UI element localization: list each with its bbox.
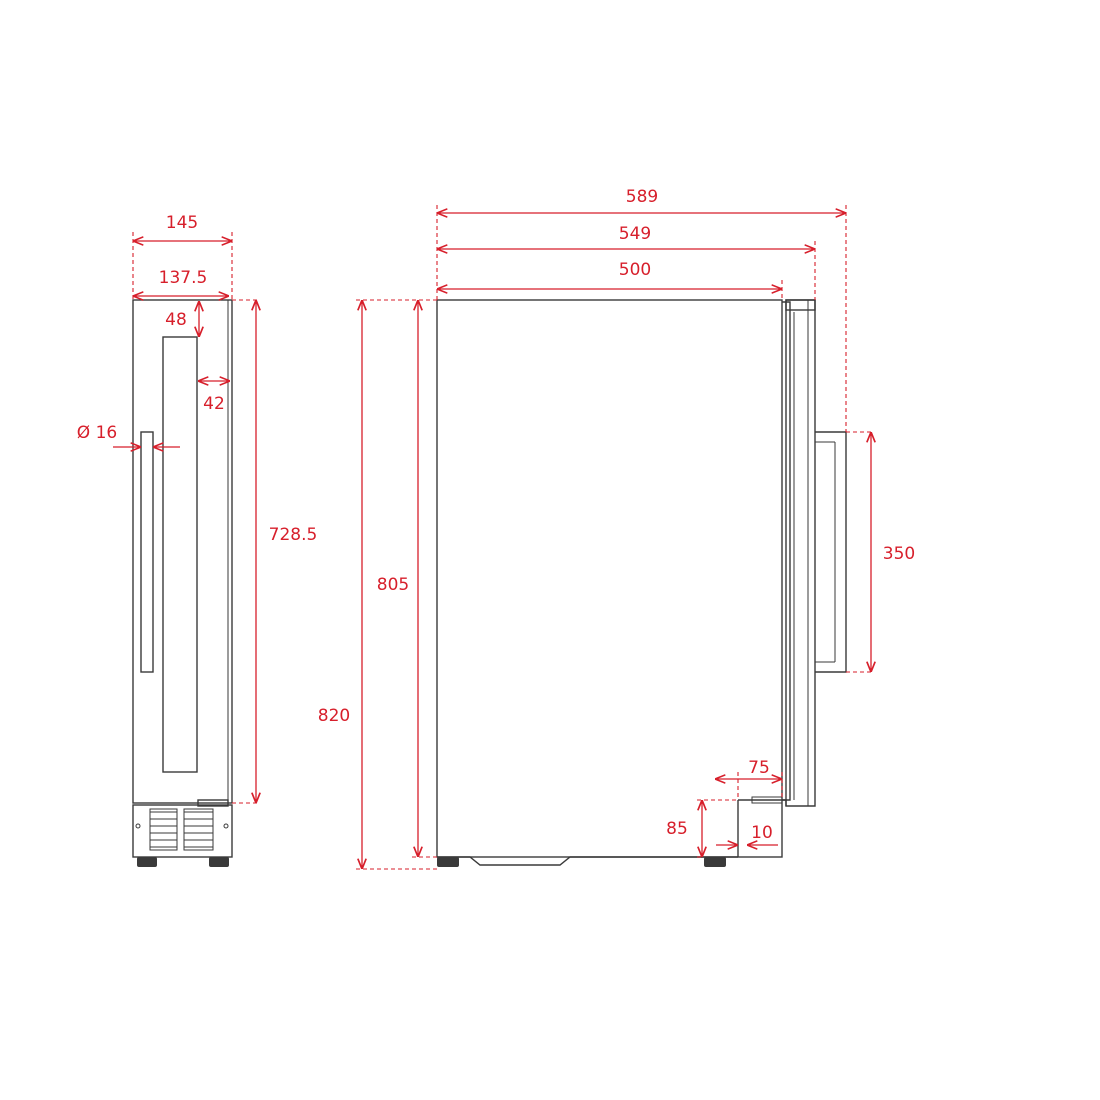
front-vent-grille bbox=[149, 808, 214, 851]
side-plinth-top bbox=[738, 799, 787, 806]
dim-label-85: 85 bbox=[666, 819, 688, 839]
side-foot-front bbox=[704, 857, 726, 867]
side-cabinet-body bbox=[436, 299, 783, 858]
front-screw bbox=[223, 823, 229, 829]
dim-label-75: 75 bbox=[748, 758, 770, 778]
side-bottom-hinge bbox=[751, 796, 783, 804]
side-view bbox=[436, 299, 847, 867]
dim-label-42: 42 bbox=[203, 394, 225, 414]
dim-label-137-5: 137.5 bbox=[159, 268, 208, 288]
dim-label-549: 549 bbox=[619, 224, 651, 244]
side-door-top-hinge bbox=[785, 299, 816, 311]
dim-label-10: 10 bbox=[751, 823, 773, 843]
side-dimensions: 589 549 500 805 820 350 75 85 10 bbox=[318, 187, 915, 870]
front-glass-window bbox=[162, 336, 198, 773]
dim-label-820: 820 bbox=[318, 706, 350, 726]
front-foot-left bbox=[137, 857, 157, 867]
front-foot-right bbox=[209, 857, 229, 867]
dim-label-728-5: 728.5 bbox=[269, 525, 318, 545]
front-view bbox=[132, 299, 233, 867]
front-door-hinge bbox=[197, 799, 229, 807]
side-handle bbox=[815, 431, 847, 673]
side-foot-rear bbox=[437, 857, 459, 867]
front-plinth bbox=[132, 804, 233, 858]
dim-label-589: 589 bbox=[626, 187, 658, 207]
dim-label-350: 350 bbox=[883, 544, 915, 564]
dim-label-500: 500 bbox=[619, 260, 651, 280]
front-screw bbox=[135, 823, 141, 829]
dim-label-805: 805 bbox=[377, 575, 409, 595]
front-door-handle bbox=[140, 431, 154, 673]
front-door-panel bbox=[132, 299, 233, 804]
front-dimensions: 145 137.5 48 42 Ø 16 728.5 bbox=[77, 213, 318, 804]
dim-label-145: 145 bbox=[166, 213, 198, 233]
dim-label-48: 48 bbox=[165, 310, 187, 330]
dim-label-diameter-16: Ø 16 bbox=[77, 423, 117, 443]
side-base-rail bbox=[437, 856, 738, 866]
